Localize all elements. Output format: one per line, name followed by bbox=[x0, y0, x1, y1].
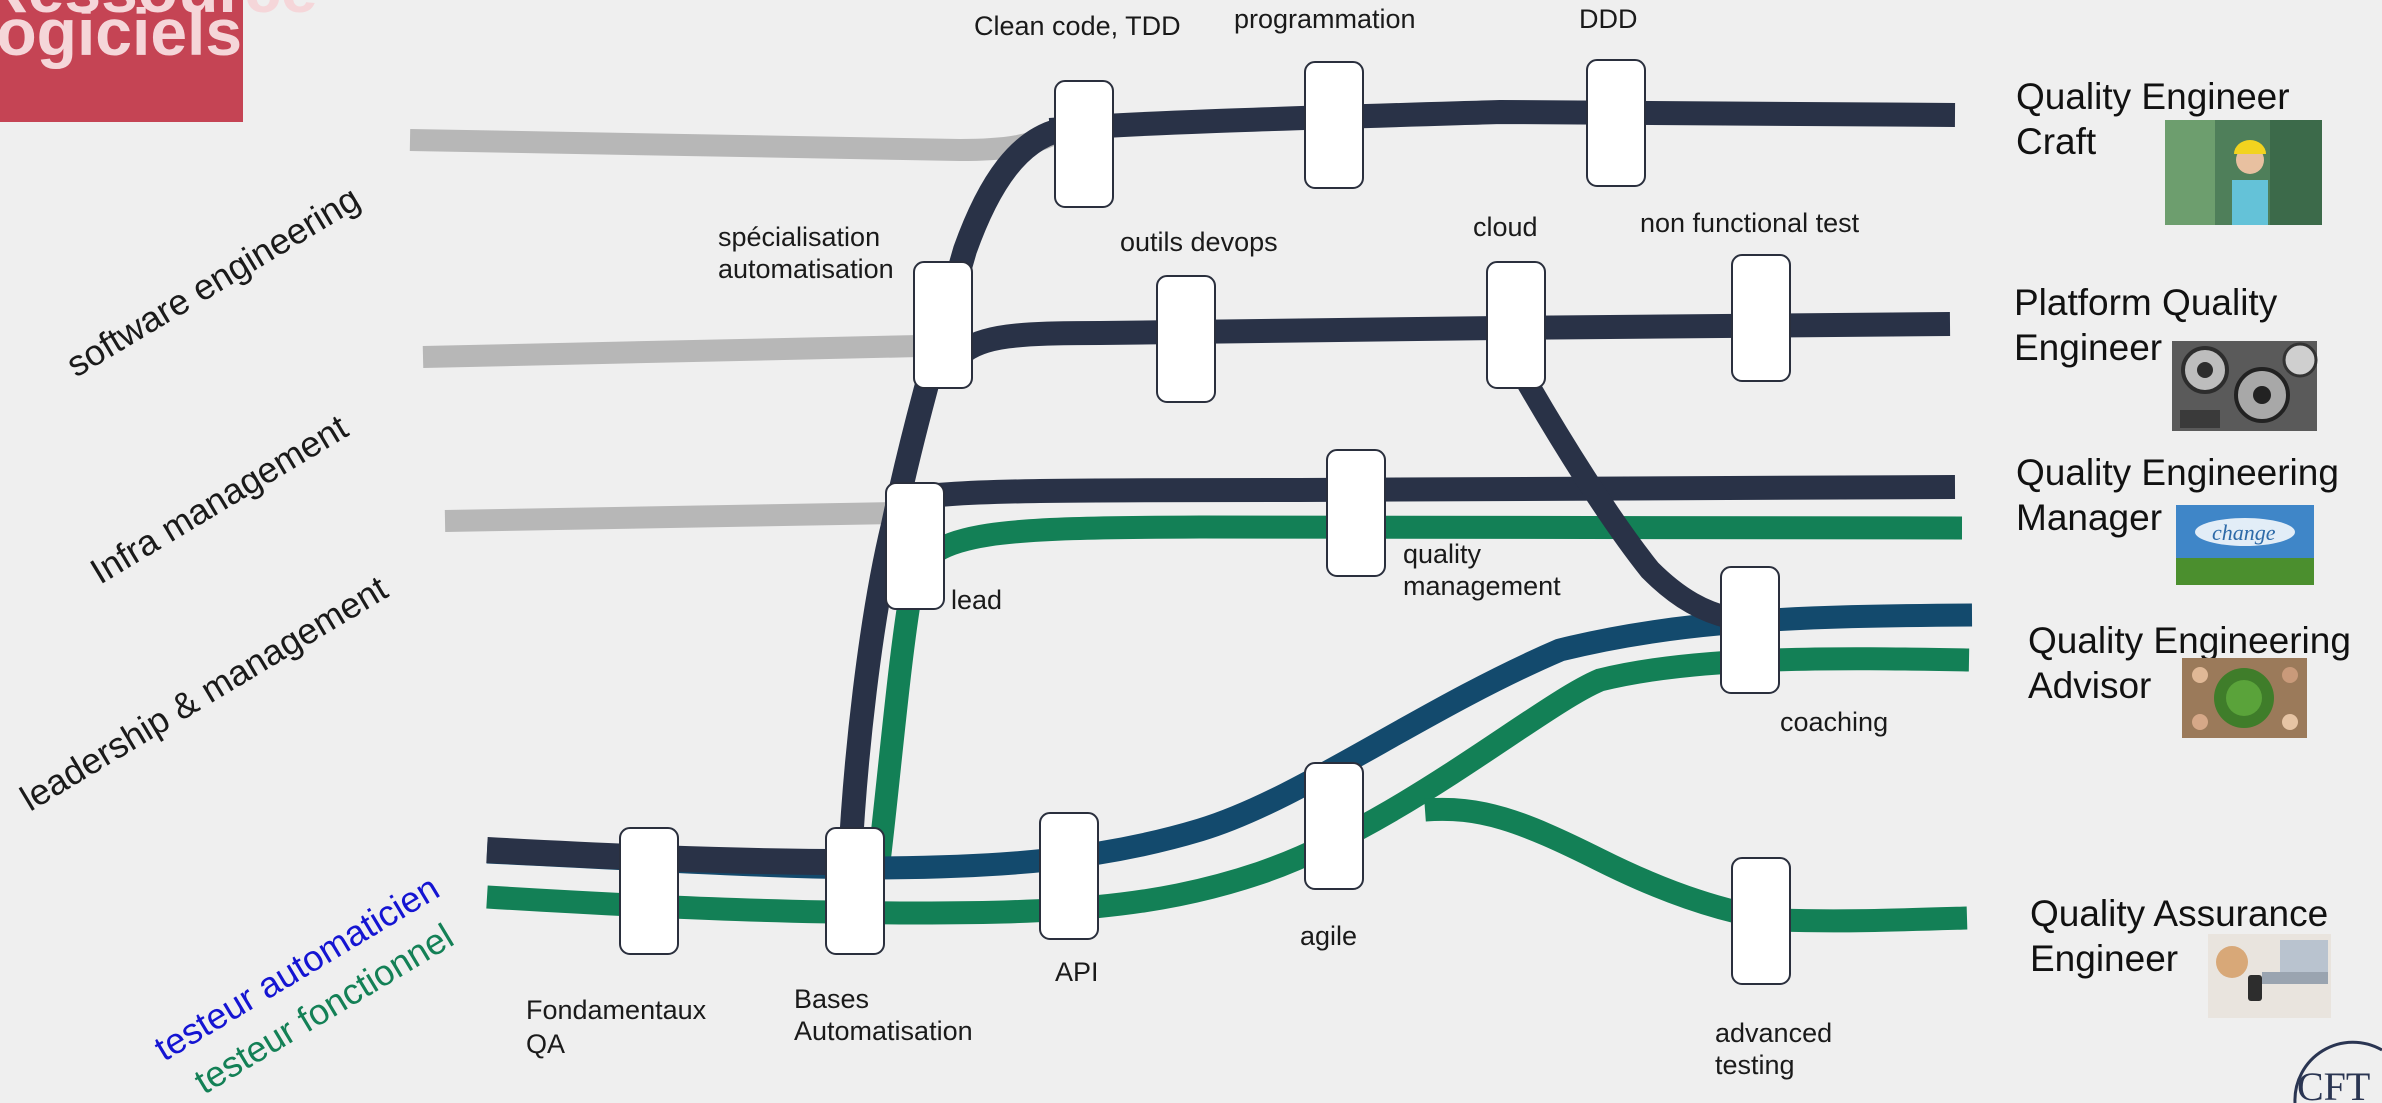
label-bases-2: Automatisation bbox=[794, 1016, 973, 1046]
domain-labels: software engineering Infra management le… bbox=[13, 178, 394, 819]
label-fondamentaux-2: QA bbox=[526, 1029, 565, 1059]
node-fondamentaux[interactable] bbox=[619, 827, 679, 955]
domain-leadership-management: leadership & management bbox=[13, 567, 394, 819]
label-quality-management-1: quality bbox=[1403, 539, 1482, 569]
node-api[interactable] bbox=[1039, 812, 1099, 940]
node-cloud[interactable] bbox=[1486, 261, 1546, 389]
station-nodes bbox=[619, 59, 1791, 985]
node-quality-management[interactable] bbox=[1326, 449, 1386, 577]
node-coaching[interactable] bbox=[1720, 566, 1780, 694]
node-clean-code[interactable] bbox=[1054, 80, 1114, 208]
label-advanced-1: advanced bbox=[1715, 1018, 1832, 1048]
grey-track-software bbox=[409, 124, 1057, 162]
label-specialisation-2: automatisation bbox=[718, 254, 894, 284]
role-qa-1: Quality Assurance bbox=[2030, 893, 2328, 934]
corner-logo: CFT bbox=[2293, 1040, 2382, 1103]
label-lead: lead bbox=[951, 585, 1002, 615]
role-advisor-2: Advisor bbox=[2028, 665, 2151, 706]
label-clean-code: Clean code, TDD bbox=[974, 11, 1181, 41]
role-photos: change bbox=[2165, 120, 2331, 1018]
role-qa-2: Engineer bbox=[2030, 938, 2178, 979]
node-advanced-testing[interactable] bbox=[1731, 857, 1791, 985]
grey-track-infra bbox=[422, 335, 921, 368]
node-nft[interactable] bbox=[1731, 254, 1791, 382]
node-ddd[interactable] bbox=[1586, 59, 1646, 187]
node-specialisation[interactable] bbox=[913, 261, 973, 389]
role-labels: Quality Engineer Craft Platform Quality … bbox=[2014, 76, 2351, 979]
navy-track-manager bbox=[897, 475, 1956, 512]
brand-logo-background bbox=[0, 0, 243, 122]
label-advanced-2: testing bbox=[1715, 1050, 1795, 1080]
role-craft-1: Quality Engineer bbox=[2016, 76, 2290, 117]
navy-track-trunk bbox=[838, 118, 1064, 863]
label-ddd: DDD bbox=[1579, 4, 1638, 34]
navy-track-platform bbox=[951, 312, 1951, 365]
hands-circle-photo-icon bbox=[2182, 658, 2307, 738]
green-track-main bbox=[486, 647, 1970, 925]
grey-track-leadership bbox=[444, 502, 896, 532]
machinery-photo-icon bbox=[2172, 341, 2318, 431]
phone-laptop-photo-icon bbox=[2208, 934, 2331, 1018]
role-manager-1: Quality Engineering bbox=[2016, 452, 2339, 493]
brand-logo-line2: logiciels bbox=[0, 0, 242, 69]
label-api: API bbox=[1055, 957, 1099, 987]
node-lead[interactable] bbox=[885, 482, 945, 610]
domain-software-engineering: software engineering bbox=[59, 178, 367, 385]
role-craft-2: Craft bbox=[2016, 121, 2097, 162]
label-agile: agile bbox=[1300, 921, 1357, 951]
node-outils-devops[interactable] bbox=[1156, 275, 1216, 403]
label-nft: non functional test bbox=[1640, 208, 1860, 238]
node-programmation[interactable] bbox=[1304, 61, 1364, 189]
label-coaching: coaching bbox=[1780, 707, 1888, 737]
domain-infra-management: Infra management bbox=[83, 406, 355, 592]
station-labels: Fondamentaux QA Bases Automatisation API… bbox=[526, 4, 1888, 1080]
green-track-advanced bbox=[1424, 797, 1968, 933]
navy-track-cloud-coaching bbox=[1510, 364, 1733, 629]
navy-track-craft bbox=[1048, 99, 1956, 142]
role-platform-1: Platform Quality bbox=[2014, 282, 2278, 323]
role-platform-2: Engineer bbox=[2014, 327, 2162, 368]
label-specialisation-1: spécialisation bbox=[718, 222, 880, 252]
label-bases-1: Bases bbox=[794, 984, 869, 1014]
label-programmation: programmation bbox=[1234, 4, 1416, 34]
label-quality-management-2: management bbox=[1403, 571, 1561, 601]
role-advisor-1: Quality Engineering bbox=[2028, 620, 2351, 661]
corner-logo-text: CFT bbox=[2297, 1064, 2370, 1103]
start-labels: testeur automaticien testeur fonctionnel bbox=[147, 867, 460, 1102]
node-agile[interactable] bbox=[1304, 762, 1364, 890]
label-outils-devops: outils devops bbox=[1120, 227, 1278, 257]
role-manager-2: Manager bbox=[2016, 497, 2162, 538]
change-sky-photo-icon: change bbox=[2176, 505, 2314, 585]
node-bases[interactable] bbox=[825, 827, 885, 955]
change-photo-text: change bbox=[2212, 520, 2276, 545]
brand-logo: Ressource logiciels bbox=[0, 0, 318, 122]
engineer-photo-icon bbox=[2165, 120, 2322, 225]
label-fondamentaux-1: Fondamentaux bbox=[526, 995, 707, 1025]
brand-logo-line1: Ressource bbox=[0, 0, 318, 26]
label-cloud: cloud bbox=[1473, 212, 1538, 242]
